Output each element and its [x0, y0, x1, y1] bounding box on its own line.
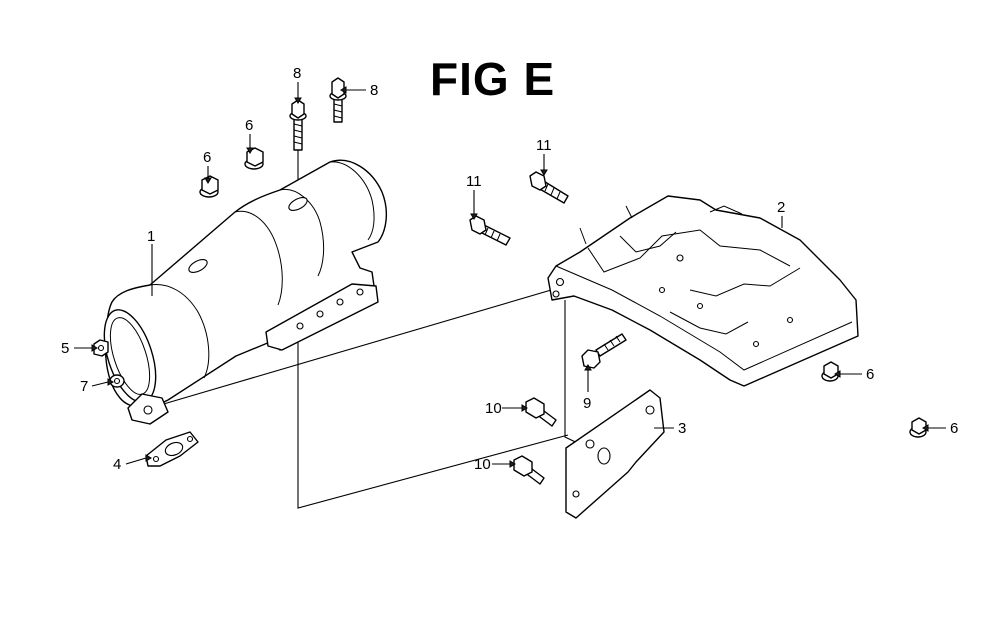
callout-11-a: 11 [536, 137, 552, 154]
bolt-part-10-a [525, 397, 557, 427]
callout-10-b: 10 [474, 456, 491, 473]
muffler-protector-part-1 [103, 159, 388, 425]
bolt-part-10-b [513, 455, 545, 485]
nut-part-5 [93, 339, 109, 357]
leader-arrowheads [91, 86, 929, 468]
flange-nut-part-6-d [909, 417, 927, 438]
callout-4: 4 [113, 456, 121, 473]
bolt-part-8-b [329, 77, 347, 123]
gasket-part-4 [145, 431, 199, 467]
callout-6-c: 6 [866, 366, 874, 383]
muffler-bracket-part-2 [547, 195, 859, 387]
callout-6-b: 6 [245, 117, 253, 134]
flange-nut-part-6-c [821, 361, 839, 382]
bolt-part-8-a [289, 99, 307, 151]
bolt-part-11-a [529, 171, 569, 204]
callout-8-b: 8 [370, 82, 378, 99]
callout-11-b: 11 [466, 173, 482, 190]
callout-8-a: 8 [293, 65, 301, 82]
callout-3: 3 [678, 420, 686, 437]
stay-plate-part-3 [565, 389, 665, 519]
callout-6-a: 6 [203, 149, 211, 166]
flange-nut-part-6-b [244, 147, 264, 170]
callout-9: 9 [583, 395, 591, 412]
figure-title: FIG E [430, 53, 556, 105]
callout-7: 7 [80, 378, 88, 395]
callout-2: 2 [777, 199, 785, 216]
bolt-part-9 [581, 333, 627, 369]
callout-1: 1 [147, 228, 155, 245]
bolt-part-11-b [469, 215, 511, 246]
callout-10-a: 10 [485, 400, 502, 417]
callout-6-d: 6 [950, 420, 958, 437]
callout-5: 5 [61, 340, 69, 357]
leader-lines [74, 82, 946, 465]
